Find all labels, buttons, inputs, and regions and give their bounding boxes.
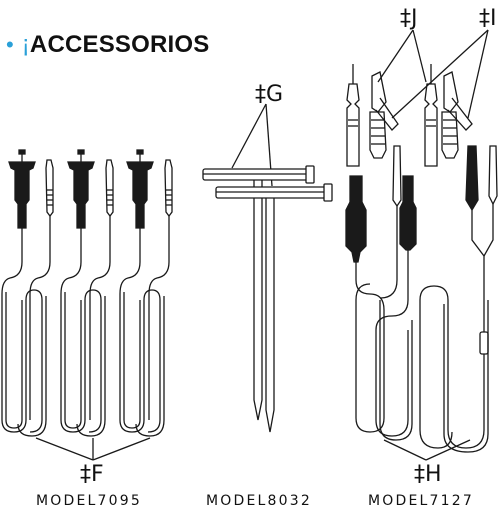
bullet-icon: • (6, 32, 14, 57)
callout-h-label: ‡H (414, 462, 442, 487)
probe-left-1 (8, 149, 54, 229)
test-lead-set-7095 (1, 149, 173, 461)
probe-tip-j1 (346, 64, 360, 167)
page-title: ¡ACCESSORIOS (22, 31, 210, 59)
callout-g-label: ‡G (255, 82, 284, 107)
coiled-cables-7095 (1, 216, 170, 437)
alligator-clip-i2 (441, 71, 473, 159)
model-label-8032: MODEL8032 (206, 493, 312, 509)
spike-1 (202, 165, 315, 421)
title-main: ACCESSORIOS (29, 31, 210, 58)
plug-connectors (345, 145, 498, 263)
callout-lines-i (391, 29, 489, 119)
model-label-7095: MODEL7095 (36, 493, 142, 509)
callout-lines-j (377, 29, 427, 83)
probe-left-2 (67, 149, 114, 229)
earth-spikes-8032 (202, 103, 333, 433)
callout-f-label: ‡F (80, 462, 104, 487)
test-lead-set-7127 (345, 29, 498, 461)
callout-j-label: ‡J (400, 6, 418, 31)
probe-left-3 (126, 149, 173, 229)
coiled-cables-7127 (355, 204, 494, 453)
title-row: • ¡ACCESSORIOS (6, 30, 209, 60)
callout-i-label: ‡I (479, 6, 497, 31)
model-label-7127: MODEL7127 (368, 493, 474, 509)
probe-tip-j2 (424, 64, 438, 167)
callout-lines-f (35, 437, 151, 461)
alligator-clip-i1 (369, 71, 399, 159)
title-lead: ¡ (21, 31, 30, 58)
callout-lines-h (383, 439, 471, 461)
spike-2 (215, 183, 333, 433)
